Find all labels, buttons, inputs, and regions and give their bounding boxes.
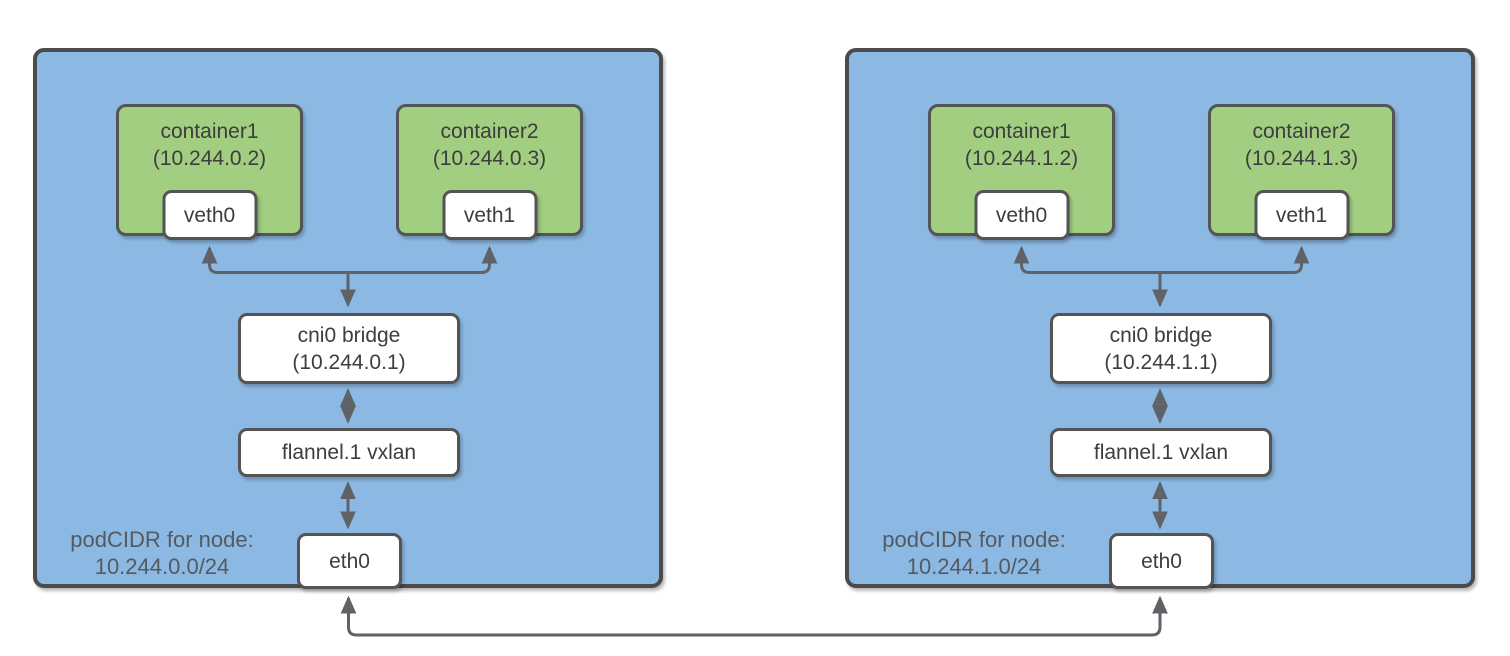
podcidr-caption: podCIDR for node: — [70, 527, 254, 552]
eth-label: eth0 — [1141, 549, 1182, 573]
node1-veth0-box: veth0 — [162, 190, 257, 240]
container-ip: (10.244.0.3) — [432, 147, 547, 170]
node1-veth1-box: veth1 — [442, 190, 537, 240]
bridge-ip: (10.244.1.1) — [1104, 350, 1218, 374]
node2-cni0-bridge-box: cni0 bridge (10.244.1.1) — [1050, 313, 1272, 384]
node2-container2-box: container2 (10.244.1.3) veth1 — [1208, 104, 1395, 240]
podcidr-value: 10.244.1.0/24 — [906, 554, 1042, 579]
node1-podcidr-label: podCIDR for node: 10.244.0.0/24 — [42, 526, 282, 580]
node1-node2-eth-link — [340, 595, 1168, 637]
node2-veth0-box: veth0 — [974, 190, 1069, 240]
node1-flannel-vxlan-box: flannel.1 vxlan — [238, 428, 460, 477]
node2-podcidr-label: podCIDR for node: 10.244.1.0/24 — [854, 526, 1094, 580]
container-label: container2 (10.244.1.3) — [1211, 107, 1392, 172]
veth-label: veth1 — [1275, 203, 1328, 227]
node1-eth0-box: eth0 — [297, 533, 402, 589]
veth-label: veth0 — [995, 203, 1048, 227]
veth-label: veth1 — [463, 203, 516, 227]
bridge-name: cni0 bridge — [297, 323, 401, 347]
podcidr-value: 10.244.0.0/24 — [94, 554, 230, 579]
node2-container1-box: container1 (10.244.1.2) veth0 — [928, 104, 1115, 240]
node2-eth0-box: eth0 — [1109, 533, 1214, 589]
container-name: container1 — [972, 120, 1071, 143]
node1-cni0-bridge-box: cni0 bridge (10.244.0.1) — [238, 313, 460, 384]
container-name: container2 — [440, 120, 539, 143]
container-label: container1 (10.244.0.2) — [119, 107, 300, 172]
container-ip: (10.244.0.2) — [152, 147, 267, 170]
container-label: container1 (10.244.1.2) — [931, 107, 1112, 172]
node2-flannel-vxlan-box: flannel.1 vxlan — [1050, 428, 1272, 477]
veth-label: veth0 — [183, 203, 236, 227]
container-name: container2 — [1252, 120, 1351, 143]
container-label: container2 (10.244.0.3) — [399, 107, 580, 172]
container-name: container1 — [160, 120, 259, 143]
eth-label: eth0 — [329, 549, 370, 573]
bridge-name: cni0 bridge — [1109, 323, 1213, 347]
node-2: container1 (10.244.1.2) veth0 container2… — [845, 48, 1475, 589]
node1-container1-box: container1 (10.244.0.2) veth0 — [116, 104, 303, 240]
vxlan-label: flannel.1 vxlan — [1093, 441, 1229, 464]
vxlan-label: flannel.1 vxlan — [281, 441, 417, 464]
container-ip: (10.244.1.3) — [1244, 147, 1359, 170]
container-ip: (10.244.1.2) — [964, 147, 1079, 170]
node-1: container1 (10.244.0.2) veth0 container2… — [33, 48, 663, 589]
node2-veth1-box: veth1 — [1254, 190, 1349, 240]
podcidr-caption: podCIDR for node: — [882, 527, 1066, 552]
node1-container2-box: container2 (10.244.0.3) veth1 — [396, 104, 583, 240]
bridge-ip: (10.244.0.1) — [292, 350, 406, 374]
